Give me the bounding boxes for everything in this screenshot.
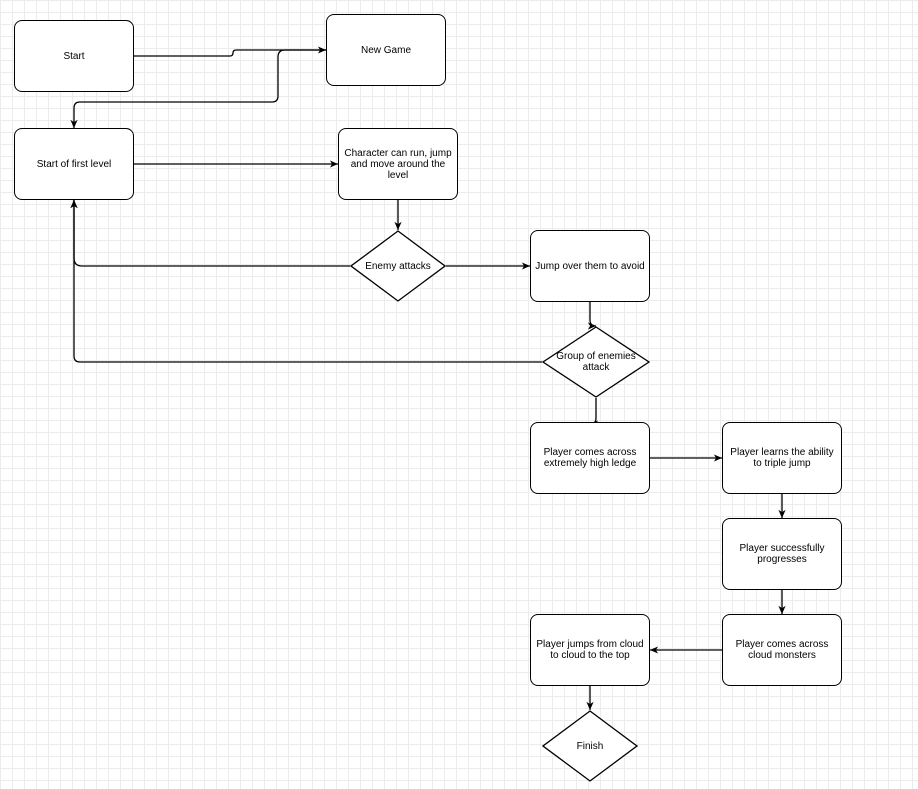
- node-start-label: Start: [63, 50, 85, 62]
- edge-jump-over-to-group-enemies: [587, 302, 597, 330]
- node-cloud-jump-label: Player jumps from cloud to cloud to the …: [536, 639, 644, 661]
- edge-enemy-attacks-to-first-level: [70, 200, 350, 267]
- decision-finish-shape: [542, 710, 638, 782]
- decision-enemy-attacks-label: Enemy attacks: [365, 260, 431, 272]
- edge-group-enemies-to-first-level: [70, 200, 542, 363]
- node-cloud-monsters-label: Player comes across cloud monsters: [735, 639, 829, 661]
- node-progresses: Player successfully progresses: [722, 518, 842, 590]
- node-new-game-label: New Game: [360, 44, 411, 56]
- decision-group-of-enemies-shape: [542, 326, 650, 398]
- node-character-moves-label: Character can run, jump and move around …: [344, 147, 452, 181]
- node-new-game: New Game: [326, 14, 446, 86]
- edge-start-to-new-game: [134, 46, 326, 57]
- decision-group-of-enemies: Group of enemies attack: [542, 326, 650, 398]
- node-high-ledge-label: Player comes across extremely high ledge: [543, 447, 637, 469]
- node-cloud-jump: Player jumps from cloud to cloud to the …: [530, 614, 650, 686]
- edge-new-game-to-first-level: [70, 49, 326, 128]
- edge-group-enemies-to-high-ledge: [589, 398, 599, 428]
- decision-finish: Finish: [542, 710, 638, 782]
- decision-enemy-attacks-shape: [350, 230, 446, 302]
- node-start-of-first-level: Start of first level: [14, 128, 134, 200]
- decision-finish-label: Finish: [576, 740, 604, 752]
- node-triple-jump: Player learns the ability to triple jump: [722, 422, 842, 494]
- node-start: Start: [14, 20, 134, 92]
- node-high-ledge: Player comes across extremely high ledge: [530, 422, 650, 494]
- node-triple-jump-label: Player learns the ability to triple jump: [730, 447, 834, 469]
- node-character-moves: Character can run, jump and move around …: [338, 128, 458, 200]
- node-first-level-label: Start of first level: [36, 158, 112, 170]
- node-progresses-label: Player successfully progresses: [739, 543, 825, 565]
- node-jump-over: Jump over them to avoid: [530, 230, 650, 302]
- decision-enemy-attacks: Enemy attacks: [350, 230, 446, 302]
- node-cloud-monsters: Player comes across cloud monsters: [722, 614, 842, 686]
- decision-group-of-enemies-label: Group of enemies attack: [556, 351, 636, 373]
- node-jump-over-label: Jump over them to avoid: [535, 260, 645, 272]
